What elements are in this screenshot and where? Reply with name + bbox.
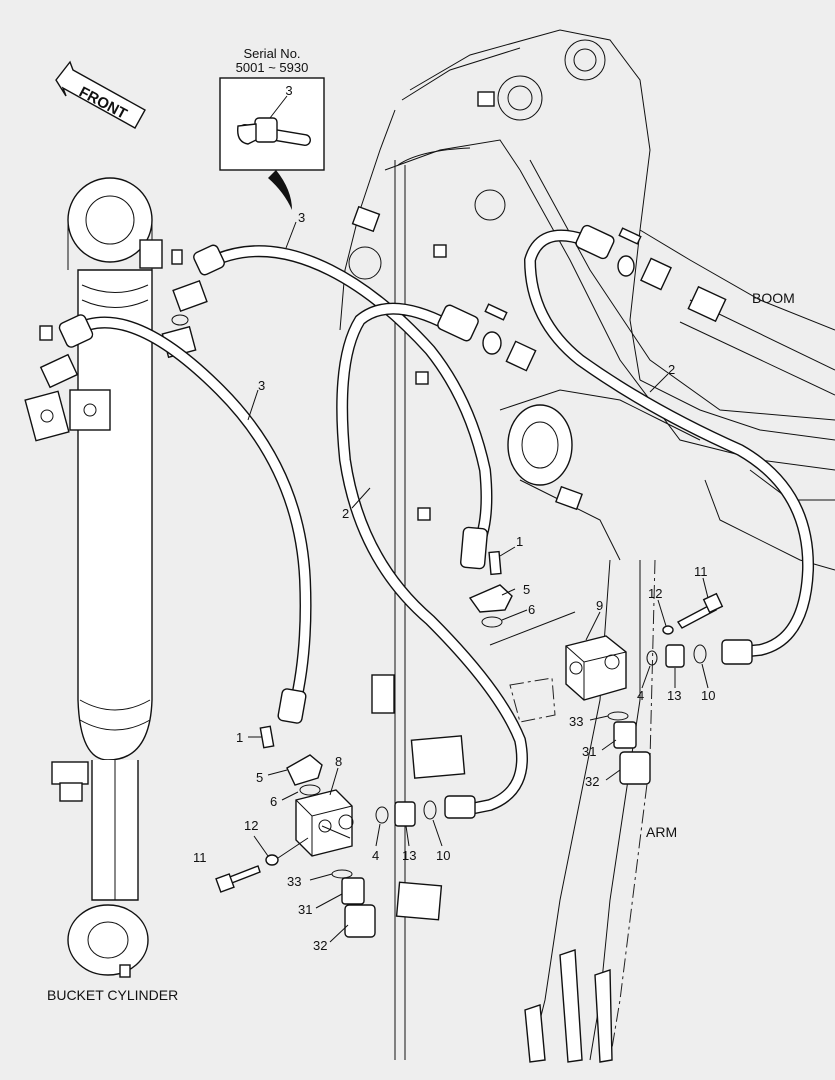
callout-11-right: 11 [694, 564, 708, 579]
callout-3-left: 3 [258, 378, 265, 393]
callout-12-right: 12 [648, 586, 662, 601]
callout-10-left: 10 [436, 848, 450, 863]
callout-4-right: 4 [637, 688, 644, 703]
inset-serial-label: Serial No. [243, 46, 300, 61]
cylinder-fittings [24, 249, 208, 442]
hoses [69, 229, 815, 816]
callout-8-left: 8 [335, 754, 342, 769]
callout-31-right: 31 [582, 744, 596, 759]
callout-11-left: 11 [193, 850, 207, 865]
callout-numbers: 3 3 2 2 1 5 6 8 12 11 4 13 10 33 31 32 1… [193, 210, 715, 953]
callout-6-right: 6 [528, 602, 535, 617]
label-bucket-cylinder: BUCKET CYLINDER [47, 987, 178, 1003]
label-boom: BOOM [752, 290, 795, 306]
callout-1-right: 1 [516, 534, 523, 549]
callout-2-center: 2 [342, 506, 349, 521]
inset-serial-range: 5001 ~ 5930 [236, 60, 309, 75]
callout-9-right: 9 [596, 598, 603, 613]
bucket-cylinder [51, 177, 163, 978]
callout-4-left: 4 [372, 848, 379, 863]
boom-structure [339, 29, 835, 1063]
leader-lines [247, 221, 709, 943]
label-arm: ARM [646, 824, 677, 840]
callout-5-right: 5 [523, 582, 530, 597]
callout-10-right: 10 [701, 688, 715, 703]
callout-33-right: 33 [569, 714, 583, 729]
hose-end-fittings [58, 224, 753, 819]
callout-13-right: 13 [667, 688, 681, 703]
callout-5-left: 5 [256, 770, 263, 785]
callout-12-left: 12 [244, 818, 258, 833]
callout-33-left: 33 [287, 874, 301, 889]
right-valve-assembly [468, 550, 724, 785]
callout-3-top: 3 [298, 210, 305, 225]
left-valve-assembly [215, 725, 437, 938]
callout-2-right: 2 [668, 362, 675, 377]
callout-31-left: 31 [298, 902, 312, 917]
callout-32-left: 32 [313, 938, 327, 953]
callout-1-left: 1 [236, 730, 243, 745]
callout-32-right: 32 [585, 774, 599, 789]
callout-13-left: 13 [402, 848, 416, 863]
callout-6-left: 6 [270, 794, 277, 809]
callout-inset-3: 3 [285, 83, 292, 98]
front-direction-arrow: FRONT [55, 60, 146, 129]
serial-inset: Serial No. 5001 ~ 5930 3 [219, 46, 325, 210]
